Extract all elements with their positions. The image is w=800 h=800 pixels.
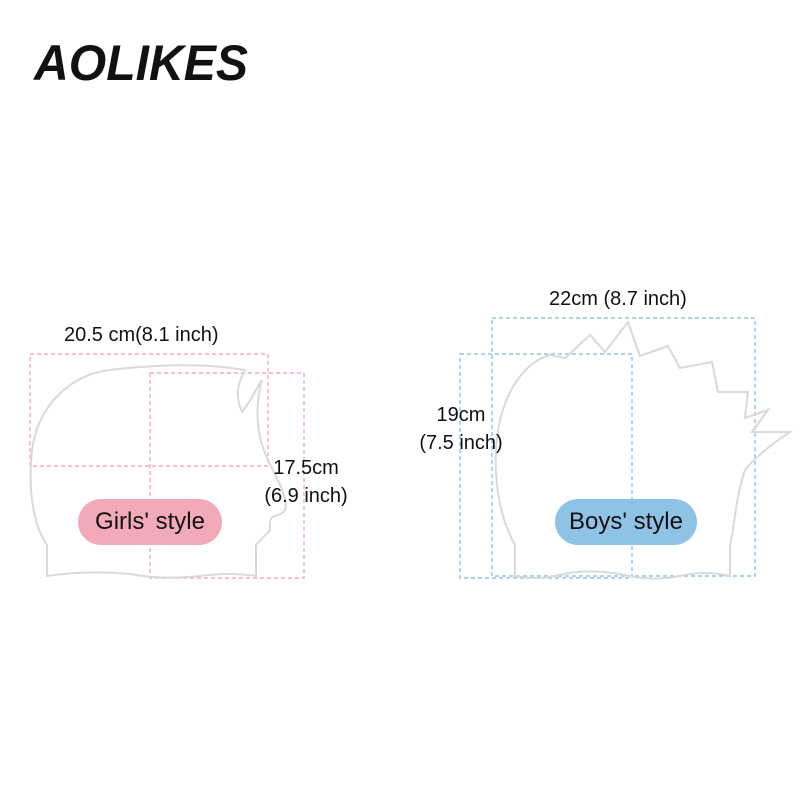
- boys-height-label-line2: (7.5 inch): [419, 432, 503, 454]
- aolikes-logo: AOLIKES: [32, 30, 252, 90]
- girls-height-label-line2: (6.9 inch): [264, 485, 348, 507]
- girls-height-guide: [149, 372, 305, 579]
- girls-cap-outline: [29, 364, 287, 579]
- boys-width-guide: [491, 317, 756, 577]
- svg-text:AOLIKES: AOLIKES: [32, 35, 248, 90]
- boys-height-label-line1: 19cm: [436, 404, 486, 426]
- girls-width-guide: [29, 353, 269, 467]
- girls-height-label-line1: 17.5cm: [273, 457, 339, 479]
- girls-style-badge: Girls' style: [78, 499, 222, 545]
- girls-width-label: 20.5 cm(8.1 inch): [64, 324, 219, 346]
- boys-style-badge: Boys' style: [555, 499, 697, 545]
- boys-height-guide: [459, 353, 633, 579]
- boys-width-label: 22cm (8.7 inch): [549, 288, 687, 310]
- boys-cap-outline: [494, 319, 794, 580]
